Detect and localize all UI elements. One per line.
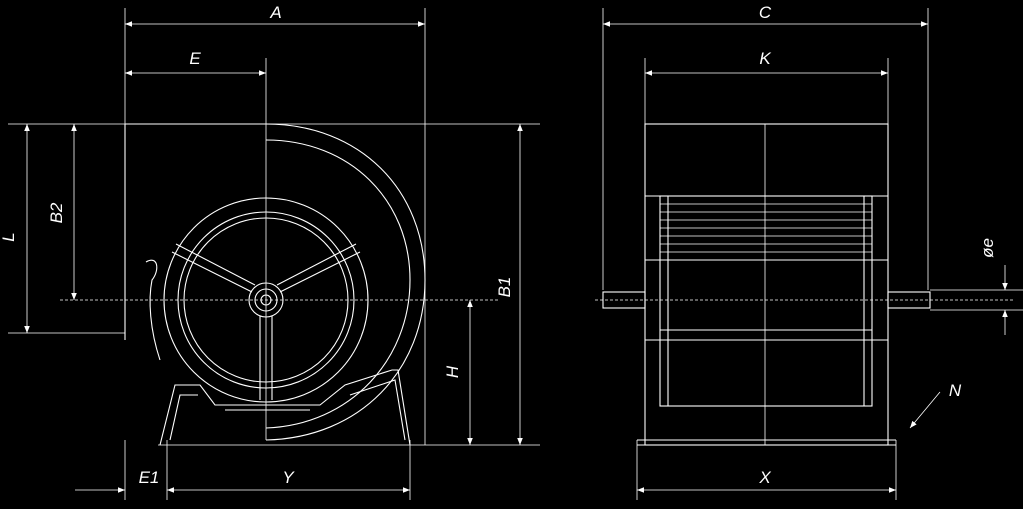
dimension-E1: E1 xyxy=(75,440,159,500)
dimension-H: H xyxy=(443,300,473,445)
side-view: C K øe N X xyxy=(595,3,1023,500)
label-Y: Y xyxy=(282,468,295,487)
label-C: C xyxy=(759,3,772,22)
fan-housing xyxy=(124,123,426,441)
label-shaft-diameter: øe xyxy=(978,238,997,258)
dimension-L: L xyxy=(0,124,30,333)
dimension-B1: B1 xyxy=(495,124,523,445)
dimension-shaft-diameter: øe xyxy=(978,238,1008,335)
label-L: L xyxy=(0,232,18,241)
dimension-B2: B2 xyxy=(47,124,77,300)
dimension-E: E xyxy=(125,49,266,76)
label-E: E xyxy=(189,49,201,68)
impeller xyxy=(163,197,369,403)
label-B1: B1 xyxy=(495,277,514,298)
dimension-X: X xyxy=(637,468,896,493)
dimension-Y: Y xyxy=(167,468,410,493)
dimension-C: C xyxy=(603,3,928,27)
dimension-K: K xyxy=(645,49,888,76)
shaft xyxy=(602,291,931,309)
label-E1: E1 xyxy=(139,468,160,487)
label-K: K xyxy=(759,49,771,68)
side-housing xyxy=(637,123,896,446)
label-B2: B2 xyxy=(47,202,66,223)
label-N: N xyxy=(949,381,962,400)
label-H: H xyxy=(443,365,462,378)
front-extension-lines xyxy=(8,8,540,500)
side-extension-lines xyxy=(595,8,1023,500)
callout-N: N xyxy=(909,381,962,429)
dimension-A: A xyxy=(125,3,425,27)
label-X: X xyxy=(758,468,771,487)
fan-base xyxy=(159,369,411,446)
side-impeller xyxy=(659,195,873,407)
label-A: A xyxy=(269,3,281,22)
front-view: A E L B2 B1 H E1 Y xyxy=(0,3,540,500)
